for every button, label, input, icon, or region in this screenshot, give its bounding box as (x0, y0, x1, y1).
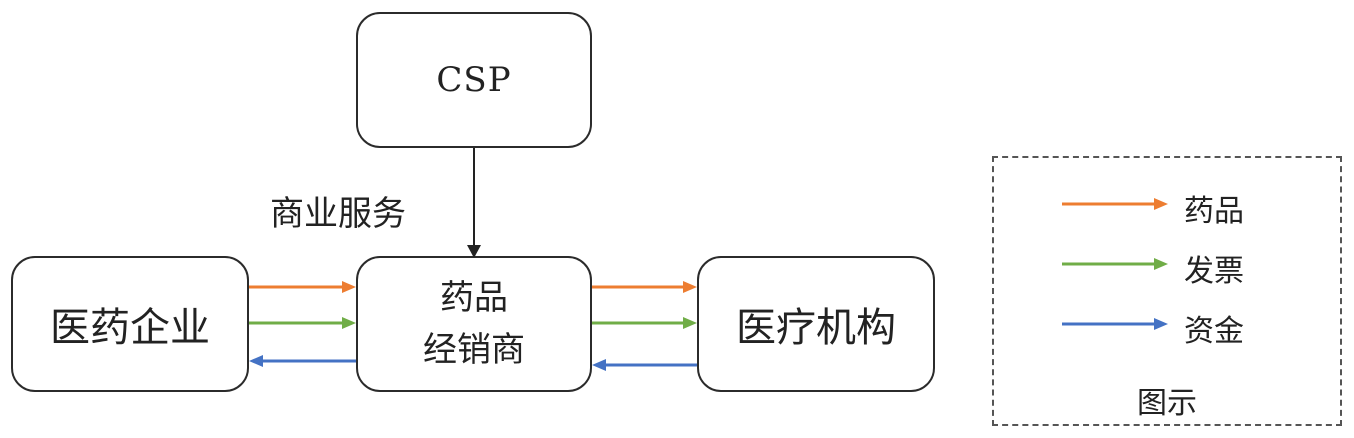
csp-label: CSP (436, 60, 512, 100)
legend-funds-arrowhead (1154, 318, 1168, 330)
medical-institution-node: 医疗机构 (697, 256, 935, 392)
medical-institution-label: 医疗机构 (736, 305, 896, 351)
drug-arrowhead-1 (342, 281, 356, 293)
legend-title: 图示 (1137, 386, 1197, 421)
distributor-label-line1: 药品 (440, 278, 508, 318)
invoice-arrowhead-1 (342, 317, 356, 329)
pharma-company-node: 医药企业 (11, 256, 249, 392)
invoice-arrowhead-2 (683, 317, 697, 329)
legend-invoice-arrowhead (1154, 258, 1168, 270)
business-service-label: 商业服务 (270, 194, 406, 234)
legend-box: 药品 发票 资金 图示 (992, 156, 1342, 426)
legend-drug-arrowhead (1154, 198, 1168, 210)
drug-arrowhead-2 (683, 281, 697, 293)
pharma-company-label: 医药企业 (50, 305, 210, 351)
legend-item-drug: 药品 (1184, 194, 1244, 229)
funds-arrowhead-2 (592, 359, 606, 371)
funds-arrowhead-1 (249, 355, 263, 367)
legend-item-invoice: 发票 (1184, 254, 1244, 289)
distributor-node: 药品 经销商 (356, 256, 592, 392)
distributor-label-line2: 经销商 (423, 330, 525, 370)
csp-node: CSP (356, 12, 592, 148)
service-arrowhead (467, 245, 481, 258)
legend-item-funds: 资金 (1184, 314, 1244, 349)
